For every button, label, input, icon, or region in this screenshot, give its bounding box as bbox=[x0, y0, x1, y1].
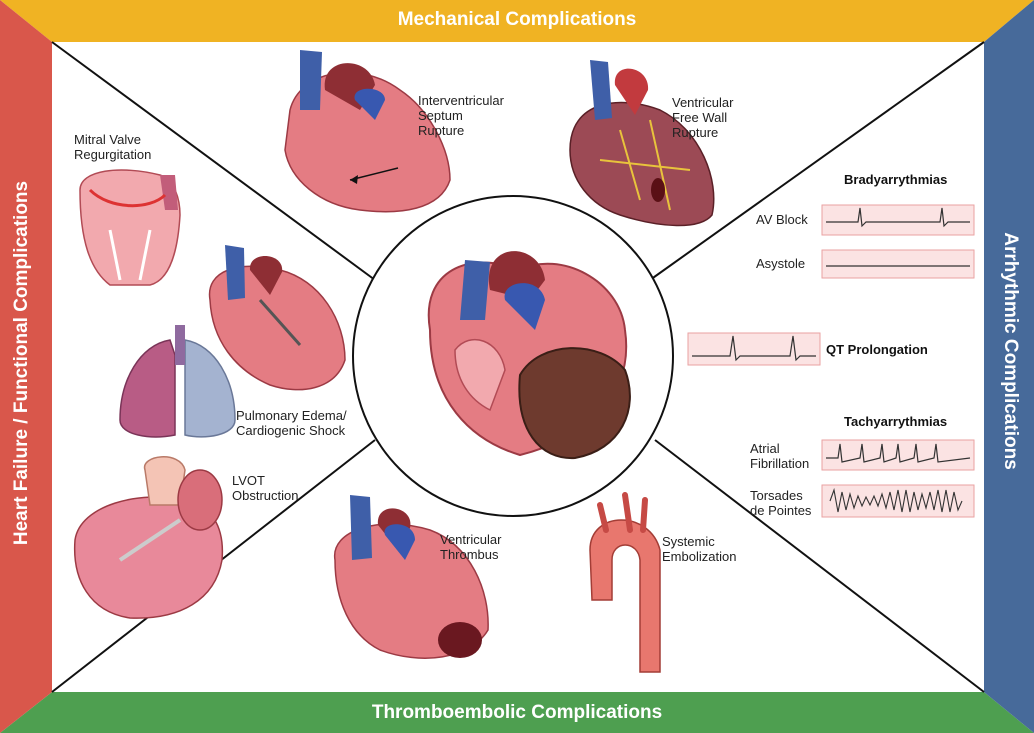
lungs-icon bbox=[119, 325, 236, 438]
tachyarrhythmias-heading: Tachyarrythmias bbox=[844, 414, 948, 429]
bradyarrhythmias-heading: Bradyarrythmias bbox=[844, 172, 948, 187]
septum-rupture-heart-icon bbox=[284, 50, 451, 213]
banner-mechanical bbox=[0, 0, 1034, 42]
ecg-asystole-strip bbox=[821, 249, 975, 279]
mitral-regurgitation-label: Mitral Valve Regurgitation bbox=[74, 132, 152, 162]
pulmonary-edema-label: Pulmonary Edema/ Cardiogenic Shock bbox=[236, 408, 347, 438]
thromboembolic-title: Thromboembolic Complications bbox=[371, 702, 663, 723]
ecg-torsades-strip bbox=[821, 484, 975, 518]
lvot-icon bbox=[73, 456, 224, 619]
divider-top-right bbox=[649, 41, 985, 281]
banner-arrhythmic bbox=[984, 0, 1034, 733]
edema-heart-icon bbox=[208, 245, 346, 391]
ecg-afib-strip bbox=[821, 439, 975, 471]
divider-bottom-right bbox=[654, 439, 985, 693]
arrhythmic-title: Arrhythmic Complications bbox=[1000, 232, 1021, 470]
lvot-obstruction-label: LVOT Obstruction bbox=[232, 473, 299, 503]
systemic-embolization-label: Systemic Embolization bbox=[662, 534, 737, 564]
av-block-label: AV Block bbox=[756, 212, 808, 227]
atrial-fibrillation-label: Atrial Fibrillation bbox=[750, 441, 810, 471]
heart-failure-title: Heart Failure / Functional Complications bbox=[11, 180, 32, 546]
mitral-valve-icon bbox=[79, 169, 181, 286]
mechanical-title: Mechanical Complications bbox=[397, 9, 637, 30]
free-wall-rupture-label: Ventricular Free Wall Rupture bbox=[672, 95, 734, 140]
banner-thromboembolic bbox=[0, 692, 1034, 733]
thrombus-heart-icon bbox=[334, 495, 489, 659]
divider-top-left bbox=[51, 41, 376, 281]
center-heart-icon bbox=[427, 251, 631, 460]
ventricular-thrombus-label: Ventricular Thrombus bbox=[440, 532, 502, 562]
free-wall-rupture-heart-icon bbox=[569, 60, 715, 227]
banner-heart-failure bbox=[0, 0, 52, 733]
asystole-label: Asystole bbox=[756, 256, 806, 271]
septum-rupture-label: Interventricular Septum Rupture bbox=[418, 93, 504, 138]
torsades-label: Torsades de Pointes bbox=[750, 488, 812, 518]
qt-prolongation-label: QT Prolongation bbox=[826, 342, 928, 357]
aorta-icon bbox=[589, 492, 661, 673]
ecg-av-block-strip bbox=[821, 204, 975, 236]
ecg-qt-strip bbox=[687, 332, 821, 366]
